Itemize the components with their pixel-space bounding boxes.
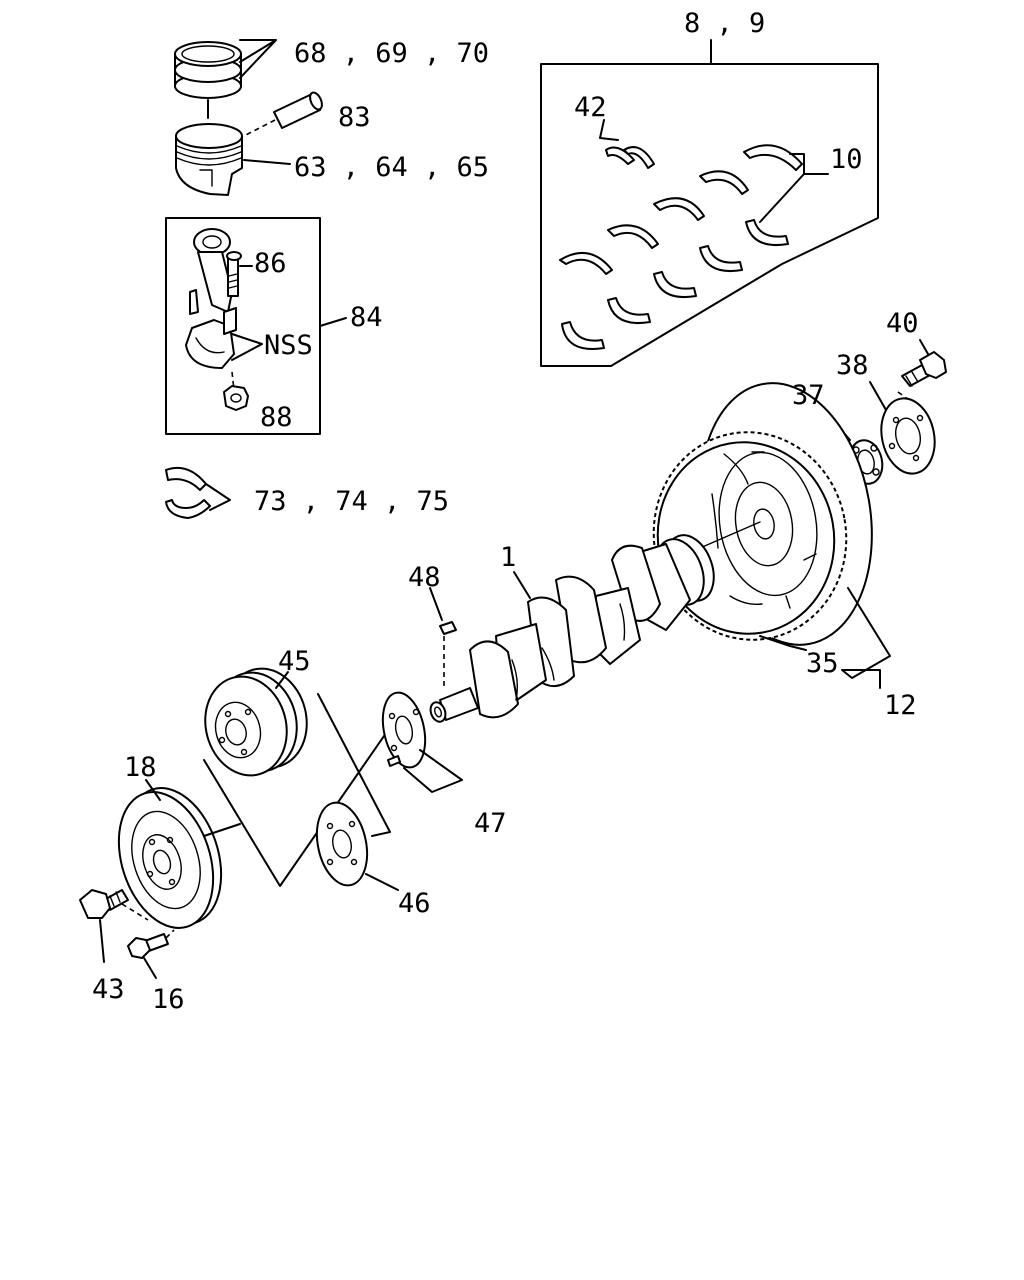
label-42: 42 bbox=[574, 92, 607, 123]
label-73-74-75: 73 , 74 , 75 bbox=[254, 486, 449, 517]
pulley-bolt-43 bbox=[79, 889, 129, 919]
leader-18 bbox=[145, 779, 161, 801]
leader-16 bbox=[143, 957, 157, 979]
conrod-bearing bbox=[165, 466, 211, 519]
flywheel-bolt bbox=[901, 351, 947, 387]
piston bbox=[175, 123, 243, 196]
label-46: 46 bbox=[398, 888, 431, 919]
flywheel bbox=[652, 382, 873, 646]
leader-nss bbox=[231, 333, 263, 361]
dowel-pin bbox=[387, 755, 401, 767]
pin-dash bbox=[239, 119, 276, 139]
thrust-washers bbox=[605, 146, 655, 169]
leader-47 bbox=[403, 749, 463, 793]
main-bearing-box bbox=[540, 63, 879, 367]
damper-pulley-18 bbox=[117, 787, 223, 929]
spacer-46 bbox=[315, 801, 369, 887]
leader-piston bbox=[243, 159, 291, 165]
label-8-9: 8 , 9 bbox=[684, 8, 765, 39]
woodruff-key bbox=[439, 621, 457, 635]
leader-43 bbox=[99, 919, 105, 963]
label-45: 45 bbox=[278, 646, 311, 677]
label-37: 37 bbox=[792, 380, 825, 411]
leader-35 bbox=[759, 635, 807, 651]
leader-rings bbox=[239, 39, 277, 79]
label-18: 18 bbox=[124, 752, 157, 783]
label-38: 38 bbox=[836, 350, 869, 381]
label-63-64-65: 63 , 64 , 65 bbox=[294, 152, 489, 183]
label-35: 35 bbox=[806, 648, 839, 679]
piston-pin bbox=[273, 91, 323, 129]
pulley-bolt-16 bbox=[127, 933, 169, 959]
label-83: 83 bbox=[338, 102, 371, 133]
bolt16-dash bbox=[165, 929, 175, 939]
connecting-rod bbox=[185, 228, 237, 369]
label-12: 12 bbox=[884, 690, 917, 721]
label-88: 88 bbox=[260, 402, 293, 433]
rod-nut bbox=[223, 385, 249, 411]
leader-40 bbox=[919, 339, 929, 355]
crankshaft bbox=[429, 534, 715, 723]
leader-45 bbox=[275, 671, 289, 689]
label-86: 86 bbox=[254, 248, 287, 279]
bracket-lines bbox=[203, 693, 391, 887]
leader-46 bbox=[365, 873, 399, 891]
main-bearings bbox=[559, 144, 803, 350]
label-84: 84 bbox=[350, 302, 383, 333]
label-1: 1 bbox=[500, 542, 516, 573]
label-68-69-70: 68 , 69 , 70 bbox=[294, 38, 489, 69]
piston-rings bbox=[174, 41, 242, 99]
leader-38 bbox=[869, 381, 887, 411]
label-48: 48 bbox=[408, 562, 441, 593]
crank-axis bbox=[699, 521, 761, 549]
flywheel-plate bbox=[880, 397, 936, 475]
label-10: 10 bbox=[830, 144, 863, 175]
leader-48 bbox=[429, 587, 443, 621]
label-43: 43 bbox=[92, 974, 125, 1005]
rod-bolt bbox=[226, 251, 242, 297]
nut-dash bbox=[231, 371, 235, 391]
leader-42 bbox=[599, 119, 619, 141]
label-16: 16 bbox=[152, 984, 185, 1015]
crank-pulley-45 bbox=[204, 667, 308, 777]
leader-73 bbox=[205, 483, 231, 511]
leader-12 bbox=[841, 587, 891, 689]
label-40: 40 bbox=[886, 308, 919, 339]
leader-84 bbox=[319, 317, 347, 327]
leader-1 bbox=[513, 571, 531, 599]
label-nss: NSS bbox=[264, 330, 313, 361]
label-47: 47 bbox=[474, 808, 507, 839]
leader-10 bbox=[759, 153, 829, 223]
leader-18b bbox=[203, 823, 241, 837]
crank-flange bbox=[381, 691, 427, 769]
